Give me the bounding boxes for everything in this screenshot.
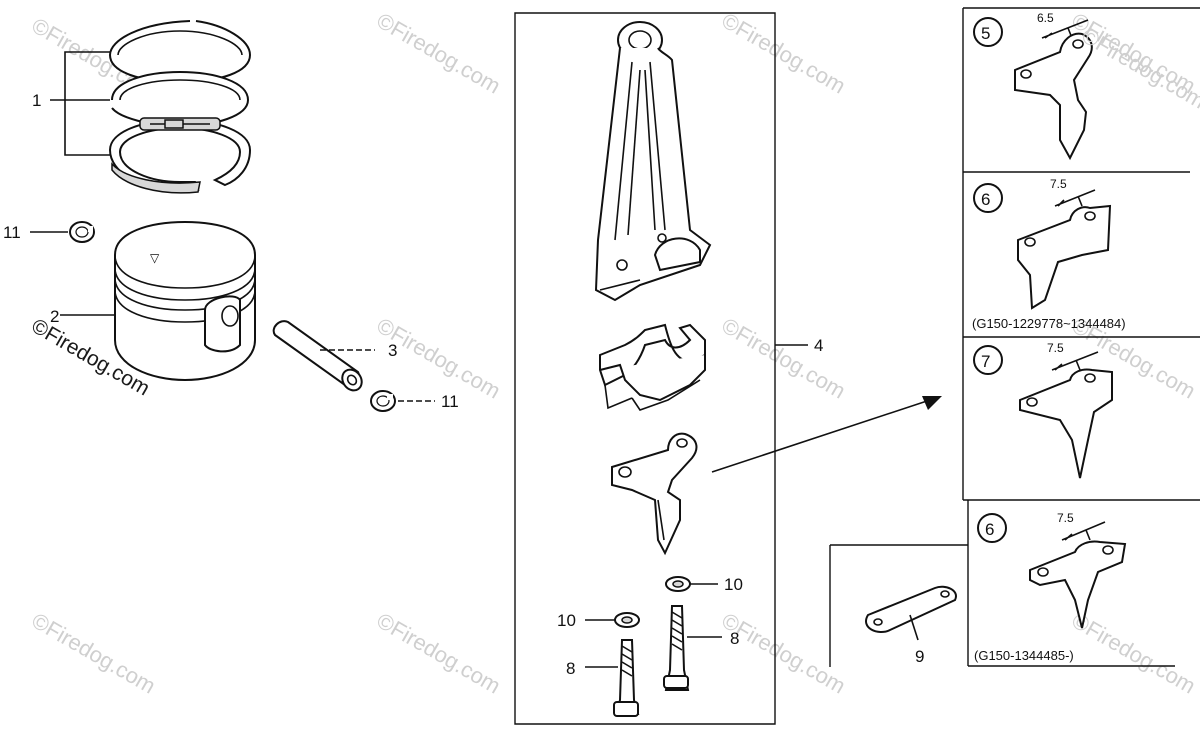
callout-1: 1 <box>32 91 41 110</box>
watermark: ©Firedog.com <box>718 8 850 99</box>
oil-dipper-bracket <box>611 432 698 556</box>
circlip-right <box>370 390 396 412</box>
variant-panel-5: 5 6.5 <box>973 11 1093 161</box>
lock-plate <box>865 585 957 634</box>
serial-range: (G150-1229778~1344484) <box>972 316 1126 331</box>
watermark: ©Firedog.com <box>28 608 160 699</box>
piston-pin <box>272 320 363 392</box>
variant-panel-6a: 6 7.5 (G150-1229778~1344484) <box>972 177 1126 331</box>
rod-bolt-right <box>663 605 690 691</box>
leader-9 <box>909 614 919 641</box>
variant-dimension: 7.5 <box>1047 341 1064 355</box>
callout-8-right: 8 <box>730 629 739 648</box>
variant-panel-7: 7 7.5 <box>973 341 1113 479</box>
callout-4: 4 <box>814 336 823 355</box>
variant-arrow <box>711 396 942 473</box>
variant-number: 7 <box>981 352 990 371</box>
watermark: ©Firedog.com <box>373 8 505 99</box>
variant-frames <box>829 7 1200 667</box>
group-frame-4 <box>514 12 776 725</box>
lock-washer-right <box>665 576 691 592</box>
piston: ▽ <box>114 220 256 382</box>
serial-range: (G150-1344485-) <box>974 648 1074 663</box>
rod-bolt-left <box>613 639 640 717</box>
watermark: ©Firedog.com <box>373 608 505 699</box>
connecting-rod <box>594 21 712 302</box>
lock-washer-left <box>614 612 640 628</box>
callout-9: 9 <box>915 647 924 666</box>
variant-panel-6b: 6 7.5 (G150-1344485-) <box>974 511 1127 663</box>
callout-3: 3 <box>388 341 397 360</box>
callout-10-left: 10 <box>557 611 576 630</box>
callout-2: 2 <box>50 307 59 326</box>
variant-number: 5 <box>981 24 990 43</box>
watermark: ©Firedog.com <box>1068 608 1200 699</box>
variant-number: 6 <box>981 190 990 209</box>
variant-number: 6 <box>985 520 994 539</box>
watermark: ©Firedog.com <box>718 313 850 404</box>
leader-1 <box>50 51 110 156</box>
variant-dimension: 7.5 <box>1057 511 1074 525</box>
callout-8-left: 8 <box>566 659 575 678</box>
variant-dimension: 6.5 <box>1037 11 1054 25</box>
piston-mark: ▽ <box>150 251 160 265</box>
connecting-rod-cap <box>599 323 706 411</box>
circlip-left <box>69 221 95 243</box>
callout-10-right: 10 <box>724 575 743 594</box>
callout-11-left: 11 <box>3 223 21 242</box>
piston-rings <box>108 20 252 194</box>
callout-11-right: 11 <box>441 392 459 411</box>
variant-dimension: 7.5 <box>1050 177 1067 191</box>
